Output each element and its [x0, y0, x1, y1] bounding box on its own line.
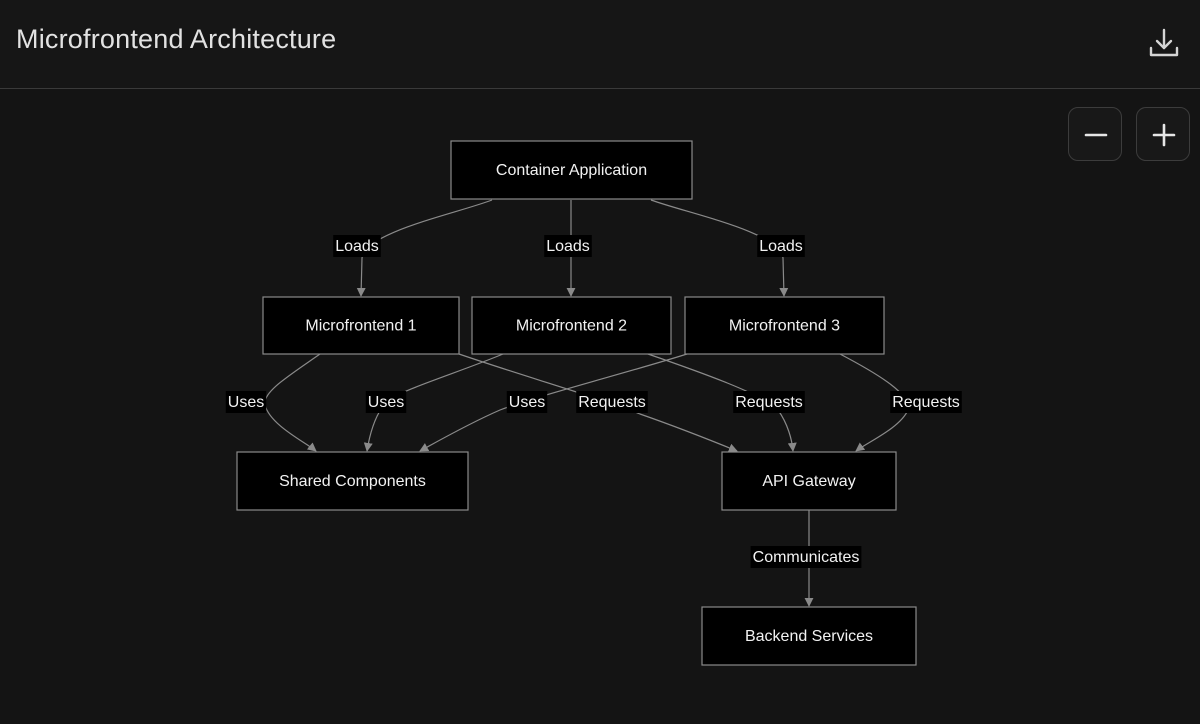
zoom-out-button[interactable] — [1068, 107, 1122, 161]
edge-label-text: Uses — [509, 394, 545, 411]
plus-icon — [1152, 123, 1176, 147]
edge-label-text: Uses — [228, 394, 264, 411]
edge-label: Loads — [544, 235, 592, 257]
node-label: Microfrontend 2 — [516, 318, 627, 335]
node-box — [701, 606, 917, 666]
minus-icon — [1084, 133, 1108, 137]
edge-label-background — [225, 391, 267, 413]
edge-label-background — [506, 391, 548, 413]
edge-label: Uses — [225, 391, 267, 413]
edge-label: Loads — [757, 235, 805, 257]
node-box — [721, 451, 897, 511]
node-box — [450, 140, 693, 200]
node-label: Microfrontend 3 — [729, 318, 840, 335]
node-label: Container Application — [496, 162, 647, 179]
edge-label-text: Loads — [759, 238, 803, 255]
edge-label: Requests — [576, 391, 648, 413]
node-mf2[interactable]: Microfrontend 2 — [471, 296, 672, 355]
download-button[interactable] — [1144, 24, 1184, 64]
node-label: API Gateway — [762, 473, 855, 490]
edge-label-text: Uses — [368, 394, 404, 411]
edge-label-background — [733, 391, 805, 413]
edge-label-text: Requests — [578, 394, 646, 411]
edge-label: Uses — [506, 391, 548, 413]
edge-label-background — [544, 235, 592, 257]
edge-label-background — [750, 546, 862, 568]
header-bar: Microfrontend Architecture — [0, 0, 1200, 89]
edge-label: Requests — [890, 391, 962, 413]
edge-label-text: Requests — [892, 394, 960, 411]
edge-label-background — [757, 235, 805, 257]
node-box — [471, 296, 672, 355]
node-label: Backend Services — [745, 628, 873, 645]
edge-label: Uses — [365, 391, 407, 413]
edge-label-text: Requests — [735, 394, 803, 411]
node-mf1[interactable]: Microfrontend 1 — [262, 296, 460, 355]
node-container[interactable]: Container Application — [450, 140, 693, 200]
edge-mf1-to-shared — [264, 353, 321, 452]
edge-label-text: Communicates — [753, 549, 860, 566]
edge-label-background — [365, 391, 407, 413]
edge-label-background — [890, 391, 962, 413]
edge-label: Loads — [333, 235, 381, 257]
edge-label: Communicates — [750, 546, 862, 568]
node-mf3[interactable]: Microfrontend 3 — [684, 296, 885, 355]
edge-label: Requests — [733, 391, 805, 413]
page-title: Microfrontend Architecture — [16, 24, 337, 54]
node-box — [684, 296, 885, 355]
node-shared[interactable]: Shared Components — [236, 451, 469, 511]
node-label: Shared Components — [279, 473, 426, 490]
node-backend[interactable]: Backend Services — [701, 606, 917, 666]
node-box — [236, 451, 469, 511]
node-box — [262, 296, 460, 355]
edge-label-background — [576, 391, 648, 413]
edge-label-background — [333, 235, 381, 257]
edge-label-text: Loads — [546, 238, 590, 255]
zoom-in-button[interactable] — [1136, 107, 1190, 161]
node-gateway[interactable]: API Gateway — [721, 451, 897, 511]
edge-label-text: Loads — [335, 238, 379, 255]
download-icon — [1149, 28, 1179, 57]
node-label: Microfrontend 1 — [305, 318, 416, 335]
